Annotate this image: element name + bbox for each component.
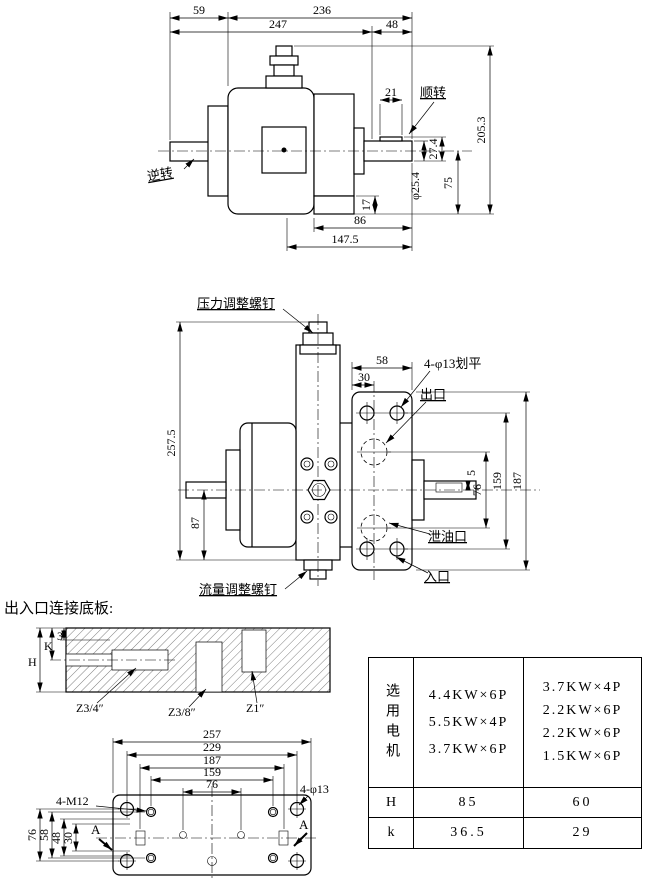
label-outlet: 出口 xyxy=(420,387,446,402)
base-plate-plan-dimensions: 257 229 187 159 76 76 58 48 30 4-M12 4-φ… xyxy=(25,727,329,862)
dim-247: 247 xyxy=(269,17,287,31)
front-view-outline xyxy=(178,314,540,586)
value-H-col1: 85 xyxy=(414,788,524,818)
dim-229: 229 xyxy=(203,740,221,754)
dim-75: 75 xyxy=(441,177,455,189)
keyway xyxy=(435,482,463,493)
label-drain: 泄油口 xyxy=(428,529,467,544)
label-flow-screw: 流量调整螺钉 xyxy=(199,582,277,597)
base-plate-title: 出入口连接底板: xyxy=(4,599,113,617)
dim-48-plan: 48 xyxy=(49,832,63,844)
motor-spec-table: 选用电机 4.4KW×6P 5.5KW×4P 3.7KW×6P 3.7KW×4P… xyxy=(368,657,642,849)
dim-187-plan: 187 xyxy=(203,753,221,767)
dim-K: K xyxy=(44,639,53,653)
label-port-z34: Z3/4″ xyxy=(76,701,104,715)
motor-option: 5.5KW×4P xyxy=(428,714,509,730)
label-port-z1: Z1″ xyxy=(246,701,264,715)
dim-58: 58 xyxy=(376,353,388,367)
face-bolts xyxy=(300,457,338,524)
dim-257-5: 257.5 xyxy=(164,430,178,457)
motor-option: 4.4KW×6P xyxy=(428,687,509,703)
table-header-motor-select: 选用电机 xyxy=(369,658,414,788)
motor-option: 2.2KW×6P xyxy=(542,726,623,741)
value-k-col1: 36.5 xyxy=(414,818,524,848)
dim-27-4: 27.4 xyxy=(426,139,440,160)
dim-76-plan-h: 76 xyxy=(206,777,218,791)
dim-76-plan-v: 76 xyxy=(25,829,39,841)
dim-H: H xyxy=(28,655,37,669)
side-view-outline xyxy=(158,45,472,215)
dim-5: 5 xyxy=(464,470,478,476)
dim-257: 257 xyxy=(203,727,221,741)
motor-option: 2.2KW×6P xyxy=(542,703,623,718)
dim-48: 48 xyxy=(386,17,398,31)
dim-236: 236 xyxy=(313,3,331,17)
dim-187: 187 xyxy=(510,472,524,490)
value-H-col2: 60 xyxy=(524,788,641,818)
dim-76: 76 xyxy=(470,484,484,496)
dim-86: 86 xyxy=(354,213,366,227)
label-mount-holes: 4-φ13划平 xyxy=(424,356,481,371)
row-label-k: k xyxy=(369,818,414,848)
dim-dia25-4: φ25.4 xyxy=(408,172,422,200)
base-plate-side-view: H K 3 Z3/4″ Z3/8″ Z1″ xyxy=(28,627,331,719)
dim-21: 21 xyxy=(385,85,397,99)
label-4-m12: 4-M12 xyxy=(56,794,89,808)
motor-option: 3.7KW×4P xyxy=(542,680,623,695)
dim-58-plan: 58 xyxy=(37,829,51,841)
motor-options-col2: 3.7KW×4P 2.2KW×6P 2.2KW×6P 1.5KW×6P xyxy=(524,658,641,788)
dim-3: 3 xyxy=(57,629,63,643)
dim-17: 17 xyxy=(359,199,373,211)
motor-option: 3.7KW×6P xyxy=(428,741,509,757)
motor-option: 1.5KW×6P xyxy=(542,749,623,764)
dim-87: 87 xyxy=(188,517,202,529)
dim-159-plan: 159 xyxy=(203,765,221,779)
side-view-dimensions: 59 236 247 48 21 205.3 75 27.4 φ25.4 17 … xyxy=(146,3,494,251)
section-mark-a-right: A xyxy=(299,817,309,832)
dim-30: 30 xyxy=(358,370,370,384)
dim-59: 59 xyxy=(193,3,205,17)
base-plate-plan-view: A A xyxy=(91,786,318,880)
dim-205-3: 205.3 xyxy=(474,117,488,144)
label-4-dia13: 4-φ13 xyxy=(300,782,329,796)
dim-30-plan: 30 xyxy=(61,832,75,844)
threaded-holes-m12 xyxy=(145,806,279,864)
label-inlet: 入口 xyxy=(424,569,450,584)
dim-159: 159 xyxy=(490,472,504,490)
label-cw-rotation: 顺转 xyxy=(420,85,446,100)
label-ccw-rotation: 逆转 xyxy=(146,165,174,184)
label-port-z38: Z3/8″ xyxy=(168,705,196,719)
front-view-dimensions: 58 30 4-φ13划平 出口 257.5 87 5 76 159 187 泄… xyxy=(164,296,530,597)
value-k-col2: 29 xyxy=(572,825,593,840)
label-pressure-screw: 压力调整螺钉 xyxy=(197,296,275,311)
section-mark-a-left: A xyxy=(91,822,101,837)
dim-147-5: 147.5 xyxy=(332,232,359,246)
motor-options-col1: 4.4KW×6P 5.5KW×4P 3.7KW×6P xyxy=(414,658,524,788)
row-label-H: H xyxy=(369,788,414,818)
